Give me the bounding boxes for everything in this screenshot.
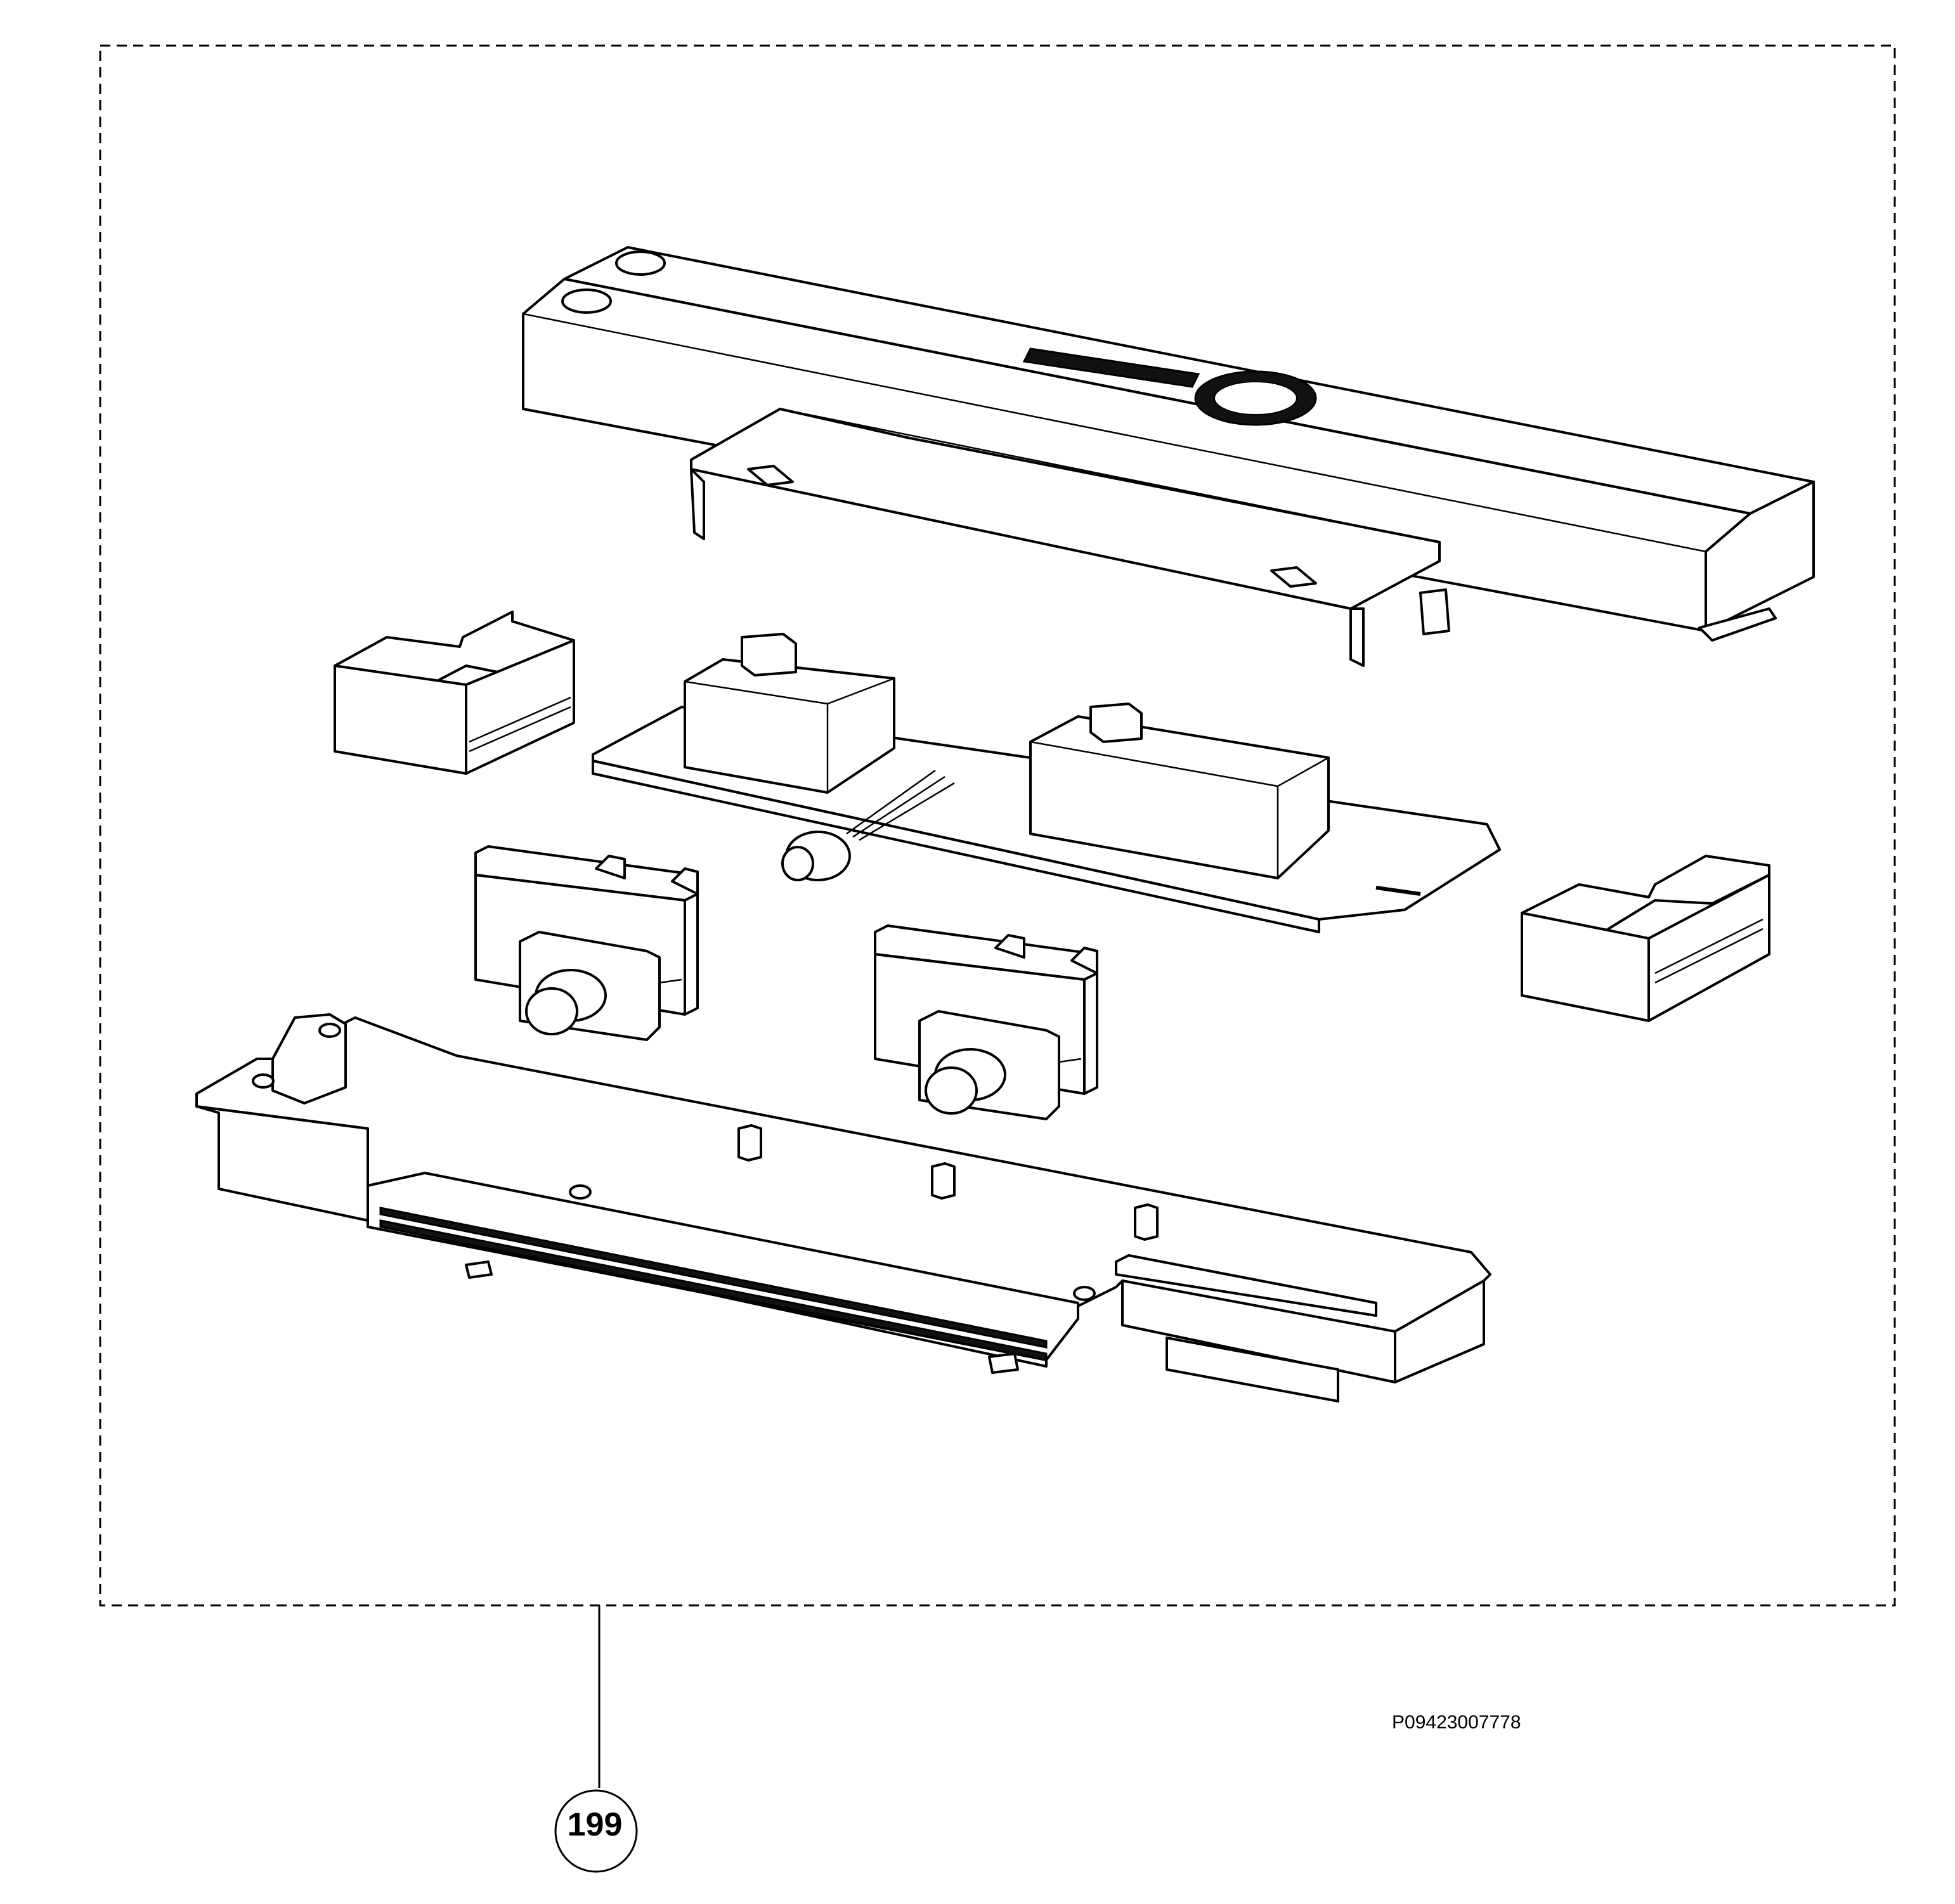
part-code-label: P09423007778	[1392, 1712, 1521, 1733]
push-button-icon	[474, 845, 699, 1041]
callout-circle	[554, 1789, 638, 1873]
assembly-boundary	[99, 44, 1896, 1607]
inner-frame-icon	[690, 408, 1450, 667]
push-button-2-icon	[874, 924, 1098, 1120]
callout-number: 199	[567, 1806, 623, 1843]
right-block-icon	[1521, 855, 1770, 1022]
circuit-board-icon	[592, 633, 1501, 933]
left-block-icon	[334, 611, 575, 775]
base-frame-icon	[195, 1013, 1491, 1402]
top-cover-icon	[522, 246, 1815, 642]
